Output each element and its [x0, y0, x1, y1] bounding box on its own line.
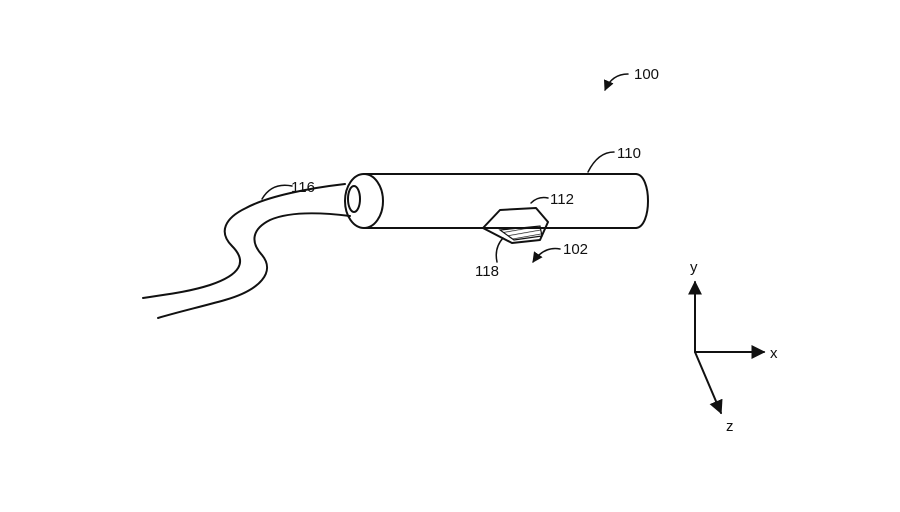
cable-lower-edge — [157, 212, 351, 319]
housing-front-cap — [635, 173, 649, 229]
ref-116-leader — [261, 184, 293, 200]
cable: 116 — [142, 179, 351, 319]
z-axis-label: z — [726, 418, 734, 435]
direction-arrow-102 — [532, 247, 561, 263]
cable-upper-edge — [142, 183, 346, 299]
ref-label-102: 102 — [563, 241, 588, 258]
connector-opening — [482, 207, 549, 244]
cable-entry-hole — [347, 185, 361, 213]
coordinate-axes: y x z — [688, 259, 778, 435]
ref-112-leader — [530, 196, 549, 204]
x-axis-label: x — [770, 345, 778, 362]
ref-110-leader — [587, 151, 615, 173]
ref-100-arrow — [603, 73, 629, 91]
ref-label-110: 110 — [617, 145, 641, 162]
housing-rear-face — [344, 173, 384, 229]
ref-label-118: 118 — [475, 263, 499, 280]
ref-118-leader — [495, 237, 504, 263]
ref-label-116: 116 — [291, 179, 315, 196]
ref-label-100: 100 — [634, 66, 659, 83]
connector-pins — [498, 225, 543, 241]
connector: 112 102 118 — [475, 191, 588, 280]
y-axis-label: y — [690, 259, 698, 276]
housing-cylinder: 110 — [344, 145, 649, 229]
z-axis-arrow — [694, 351, 723, 415]
ref-label-112: 112 — [550, 191, 574, 208]
ref-100-group: 100 — [603, 66, 659, 91]
